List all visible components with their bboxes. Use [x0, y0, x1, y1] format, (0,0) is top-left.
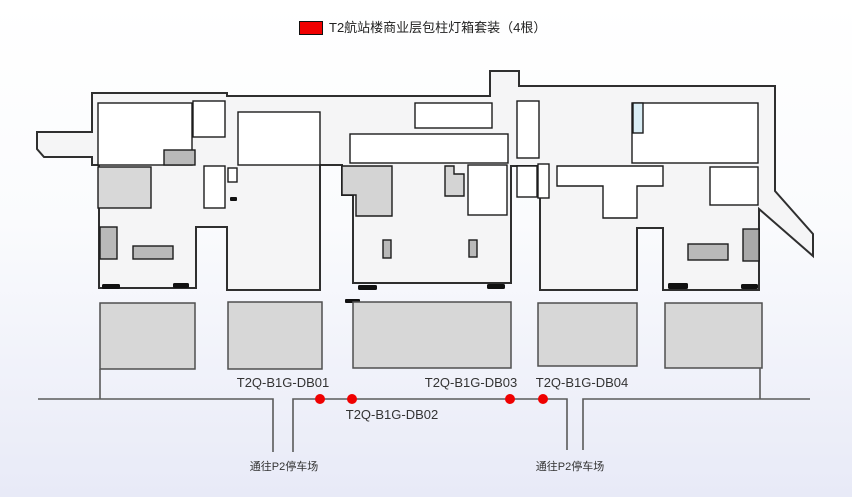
room: [631, 102, 759, 164]
room: [709, 166, 759, 206]
highlight-cell-blue: [632, 102, 644, 134]
island-block: [99, 302, 196, 370]
room: [467, 164, 508, 216]
door-mark: [102, 284, 120, 289]
exit-label-p2-parking-2: 通往P2停车场: [536, 459, 604, 473]
interior-block: [341, 165, 393, 217]
room: [537, 163, 550, 199]
door-mark: [173, 283, 189, 288]
interior-block: [99, 226, 118, 260]
interior-block: [163, 149, 196, 166]
room: [227, 167, 238, 183]
marker-db04[interactable]: [538, 394, 548, 404]
door-mark: [230, 197, 237, 201]
room: [237, 111, 321, 166]
interior-block: [444, 165, 465, 197]
door-mark: [668, 283, 688, 289]
marker-db03[interactable]: [505, 394, 515, 404]
marker-db02[interactable]: [347, 394, 357, 404]
walkway-path: [38, 398, 274, 452]
interior-block: [132, 245, 174, 260]
interior-block: [687, 243, 729, 261]
legend: T2航站楼商业层包柱灯箱套装（4根）: [299, 20, 546, 36]
island-block: [227, 301, 323, 370]
legend-swatch-red: [299, 21, 323, 35]
room: [192, 100, 226, 138]
door-mark: [487, 284, 505, 289]
room: [414, 102, 493, 129]
exit-label-p2-parking-1: 通往P2停车场: [250, 459, 318, 473]
walkway-path: [582, 398, 810, 450]
room: [516, 165, 538, 198]
marker-label-db01: T2Q-B1G-DB01: [237, 375, 329, 390]
room: [556, 165, 664, 219]
terminal-outline: [36, 70, 814, 291]
door-mark: [741, 284, 758, 289]
marker-label-db04: T2Q-B1G-DB04: [536, 375, 628, 390]
marker-label-db03: T2Q-B1G-DB03: [425, 375, 517, 390]
room: [349, 133, 509, 164]
marker-db01[interactable]: [315, 394, 325, 404]
marker-label-db02: T2Q-B1G-DB02: [346, 407, 438, 422]
island-block: [352, 301, 512, 369]
door-mark: [358, 285, 377, 290]
room: [516, 100, 540, 159]
island-block: [537, 302, 638, 367]
interior-block: [468, 239, 478, 258]
interior-block: [742, 228, 760, 262]
room: [203, 165, 226, 209]
walkway-path: [292, 398, 568, 452]
interior-block: [382, 239, 392, 259]
interior-block: [97, 166, 152, 209]
legend-label: T2航站楼商业层包柱灯箱套装（4根）: [329, 20, 547, 35]
island-block: [664, 302, 763, 369]
